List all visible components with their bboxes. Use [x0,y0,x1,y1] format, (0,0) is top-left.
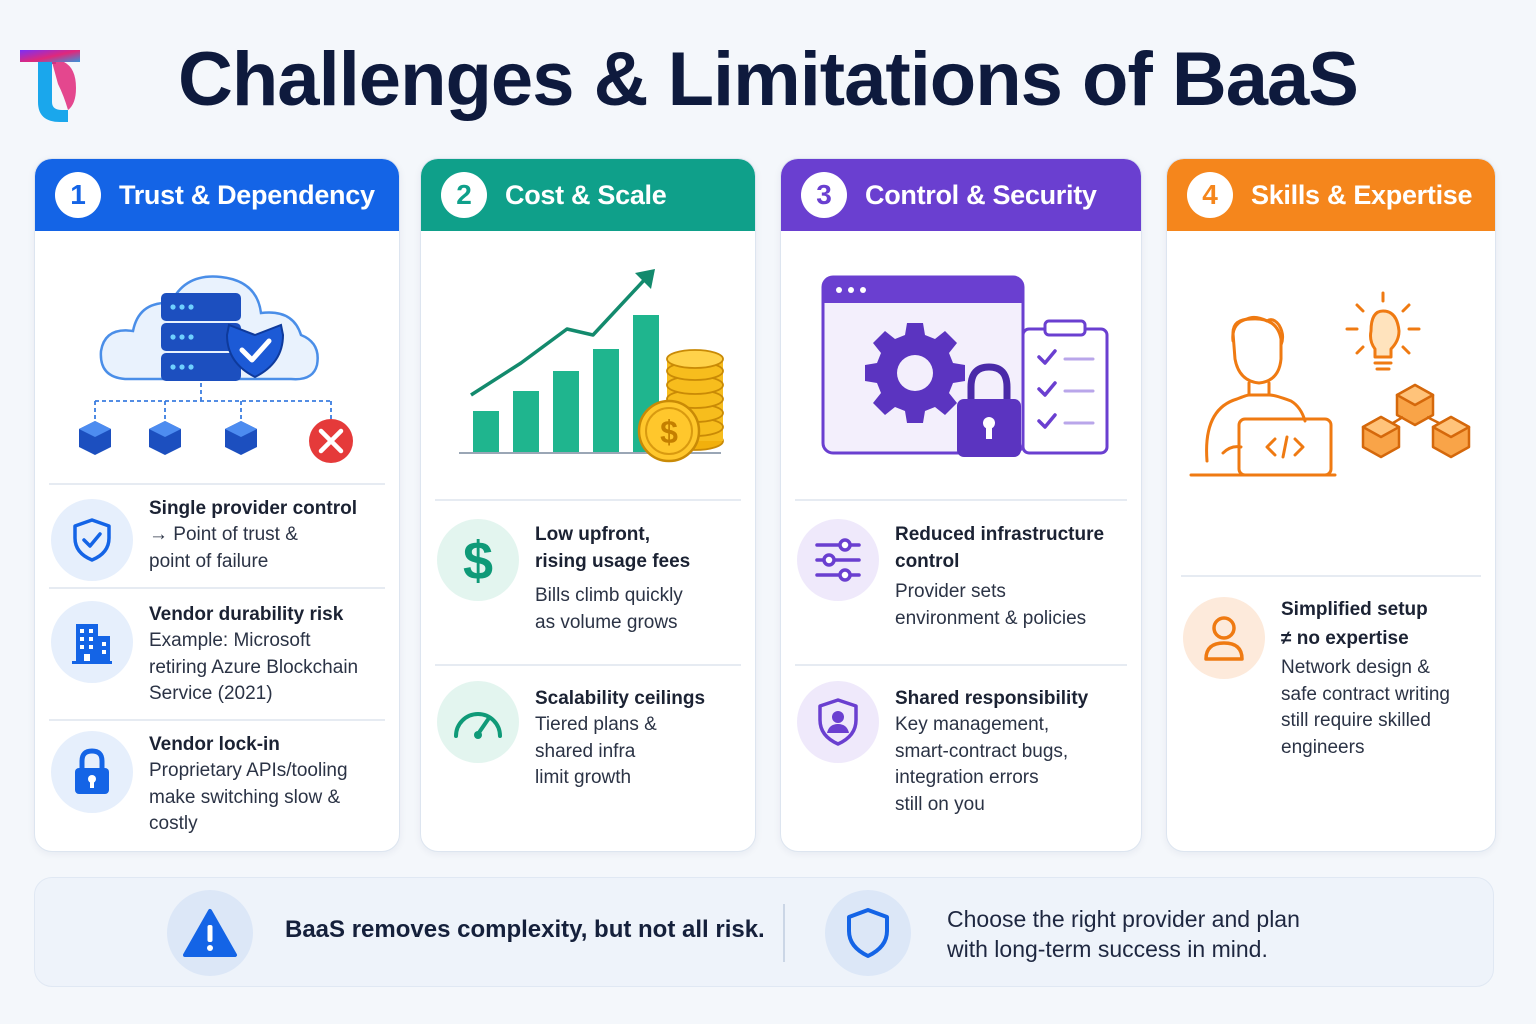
card-trust-dependency: 1 Trust & Dependency [34,158,400,852]
card-title: Control & Security [865,179,1097,210]
card-title: Skills & Expertise [1251,179,1473,210]
list-item: Vendor lock-in Proprietary APIs/tooling … [49,731,385,851]
card-header: 4 Skills & Expertise [1167,159,1495,231]
growth-chart-illustration: $ [459,269,724,463]
brand-logo [20,50,80,122]
bottom-banner: BaaS removes complexity, but not all ris… [34,877,1494,987]
gauge-icon [437,681,519,763]
item-body: Network design & safe contract writing s… [1281,657,1450,758]
item-heading: Simplified setup ≠ no expertise [1281,599,1428,649]
list-item: Simplified setup ≠ no expertise Network … [1181,591,1481,771]
item-body: Bills climb quickly as volume grows [535,585,683,633]
card-header: 2 Cost & Scale [421,159,755,231]
lock-icon [51,731,133,813]
banner-separator [783,904,785,962]
card-header: 1 Trust & Dependency [35,159,399,231]
item-body: Tiered plans & shared infra limit growth [535,714,657,788]
item-heading: Single provider control [149,498,357,519]
list-item: Single provider control → Point of trust… [49,495,385,585]
card-number: 2 [441,172,487,218]
banner-warning-text: BaaS removes complexity, but not all ris… [285,916,765,943]
card-cost-scale: 2 Cost & Scale $ $ [420,158,756,852]
list-item: Reduced infrastructure control Provider … [795,515,1127,655]
sliders-icon [797,519,879,601]
list-item: Shared responsibility Key management, sm… [795,679,1127,839]
divider [49,587,385,589]
item-heading: Low upfront, rising usage fees [535,524,691,572]
divider [49,483,385,485]
user-shield-icon [797,681,879,763]
item-body: Example: Microsoft retiring Azure Blockc… [149,630,359,704]
page-title: Challenges & Limitations of BaaS [178,37,1359,122]
building-icon [51,601,133,683]
developer-illustration [1189,291,1471,477]
item-heading: Shared responsibility [895,688,1089,709]
item-body: Key management, smart-contract bugs, int… [895,714,1069,815]
item-heading: Reduced infrastructure control [895,524,1105,572]
item-heading: Vendor durability risk [149,604,344,625]
shield-check-icon [51,499,133,581]
list-item: Vendor durability risk Example: Microsof… [49,601,385,721]
item-body: Provider sets environment & policies [895,581,1087,629]
divider [795,664,1127,666]
divider [49,719,385,721]
divider [1181,575,1481,577]
card-number: 4 [1187,172,1233,218]
svg-text:$: $ [660,414,678,450]
list-item: $ Low upfront, rising usage fees Bills c… [435,515,741,655]
item-body: Proprietary APIs/tooling make switching … [149,760,348,834]
card-header: 3 Control & Security [781,159,1141,231]
card-skills-expertise: 4 Skills & Expertise [1166,158,1496,852]
card-title: Cost & Scale [505,179,667,210]
divider [795,499,1127,501]
settings-lock-illustration [821,275,1109,457]
warning-icon [167,890,253,976]
cloud-server-illustration [79,275,353,463]
item-heading: Vendor lock-in [149,734,280,755]
card-number: 3 [801,172,847,218]
shield-icon [825,890,911,976]
card-number: 1 [55,172,101,218]
card-title: Trust & Dependency [119,179,375,210]
list-item: Scalability ceilings Tiered plans & shar… [435,679,741,819]
divider [435,664,741,666]
item-heading: Scalability ceilings [535,688,706,709]
dollar-icon: $ [437,519,519,601]
card-control-security: 3 Control & Security [780,158,1142,852]
divider [435,499,741,501]
item-body: → Point of trust & point of failure [149,524,298,572]
banner-advice-text: Choose the right provider and plan with … [947,906,1300,962]
person-icon [1183,597,1265,679]
svg-text:$: $ [463,533,493,587]
